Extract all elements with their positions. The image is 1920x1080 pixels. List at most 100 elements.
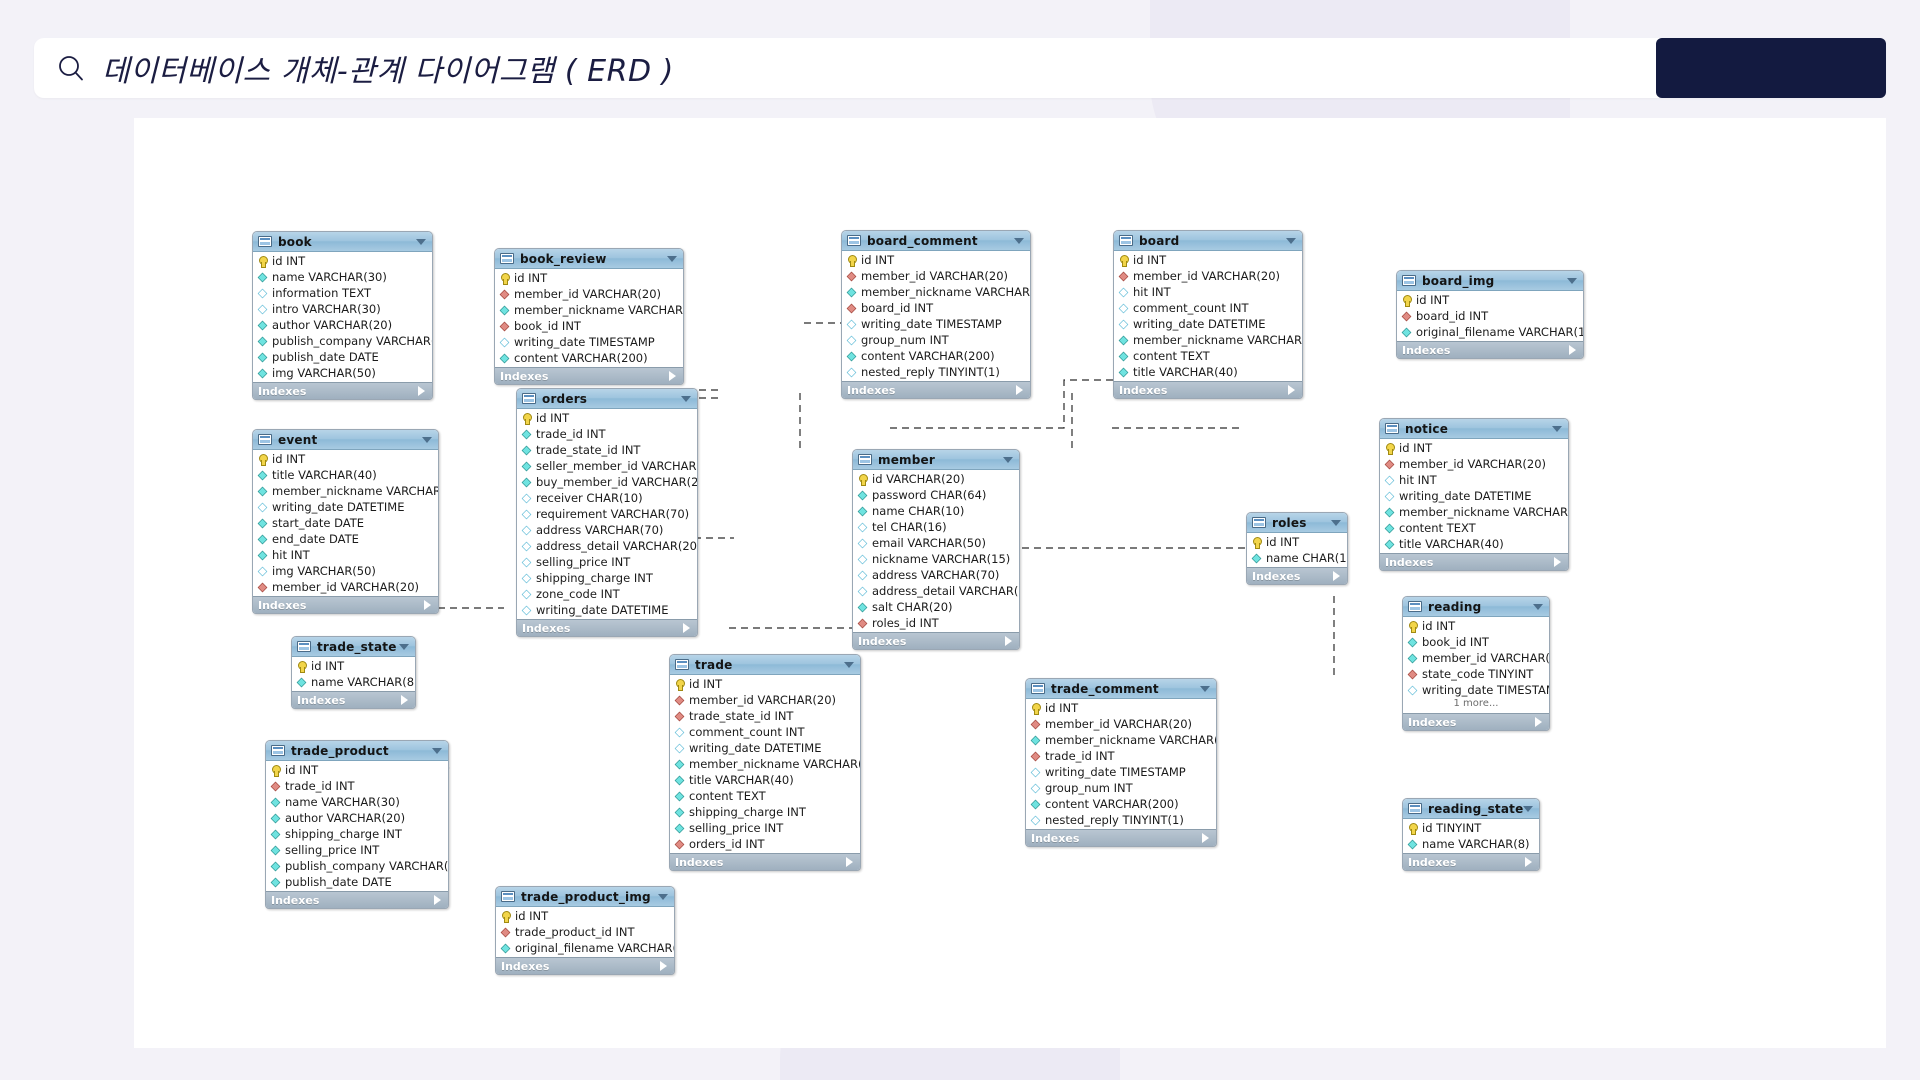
column-row[interactable]: member_nickname VARCHAR(15) [495,302,683,318]
column-row[interactable]: book_id INT [1403,634,1549,650]
indexes-section-reading_state[interactable]: Indexes [1403,853,1539,870]
column-row[interactable]: information TEXT [253,285,432,301]
table-header-member[interactable]: member [853,450,1019,470]
column-row[interactable]: title VARCHAR(40) [670,772,860,788]
column-row[interactable]: content VARCHAR(200) [842,348,1030,364]
column-row[interactable]: id VARCHAR(20) [853,471,1019,487]
column-row[interactable]: id INT [517,410,697,426]
column-row[interactable]: id INT [253,451,438,467]
column-row[interactable]: publish_company VARCHAR(20) [266,858,448,874]
chevron-down-icon[interactable] [1523,805,1533,812]
chevron-down-icon[interactable] [1552,425,1562,432]
column-row[interactable]: name VARCHAR(8) [1403,836,1539,852]
column-row[interactable]: member_nickname VARCHAR(15) [842,284,1030,300]
chevron-down-icon[interactable] [1014,237,1024,244]
column-row[interactable]: publish_date DATE [266,874,448,890]
column-row[interactable]: selling_price INT [517,554,697,570]
column-row[interactable]: id INT [496,908,674,924]
column-row[interactable]: roles_id INT [853,615,1019,631]
column-row[interactable]: start_date DATE [253,515,438,531]
column-row[interactable]: content VARCHAR(200) [1026,796,1216,812]
column-row[interactable]: id INT [842,252,1030,268]
column-row[interactable]: publish_company VARCHAR(20) [253,333,432,349]
indexes-section-board[interactable]: Indexes [1114,381,1302,398]
column-row[interactable]: address_detail VARCHAR(20) [517,538,697,554]
column-row[interactable]: name VARCHAR(8) [292,674,415,690]
column-row[interactable]: comment_count INT [670,724,860,740]
column-row[interactable]: writing_date DATETIME [253,499,438,515]
column-row[interactable]: content TEXT [670,788,860,804]
column-row[interactable]: id INT [1026,700,1216,716]
indexes-section-trade_state[interactable]: Indexes [292,691,415,708]
column-row[interactable]: writing_date DATETIME [670,740,860,756]
chevron-down-icon[interactable] [667,255,677,262]
column-row[interactable]: hit INT [253,547,438,563]
table-header-orders[interactable]: orders [517,389,697,409]
table-header-board_img[interactable]: board_img [1397,271,1583,291]
column-row[interactable]: password CHAR(64) [853,487,1019,503]
column-row[interactable]: author VARCHAR(20) [253,317,432,333]
column-row[interactable]: original_filename VARCHAR(100) [1397,324,1583,340]
table-header-trade_product_img[interactable]: trade_product_img [496,887,674,907]
table-header-trade[interactable]: trade [670,655,860,675]
column-row[interactable]: id INT [1247,534,1347,550]
indexes-section-trade_product_img[interactable]: Indexes [496,957,674,974]
column-row[interactable]: member_nickname VARCHAR(15) [670,756,860,772]
column-row[interactable]: writing_date TIMESTAMP [1403,682,1549,698]
chevron-down-icon[interactable] [1200,685,1210,692]
column-row[interactable]: orders_id INT [670,836,860,852]
column-row[interactable]: member_id VARCHAR(20) [1380,456,1568,472]
column-row[interactable]: selling_price INT [670,820,860,836]
chevron-down-icon[interactable] [416,238,426,245]
indexes-section-book[interactable]: Indexes [253,382,432,399]
column-row[interactable]: member_id VARCHAR(20) [495,286,683,302]
column-row[interactable]: member_id VARCHAR(20) [1026,716,1216,732]
column-row[interactable]: address VARCHAR(70) [517,522,697,538]
column-row[interactable]: requirement VARCHAR(70) [517,506,697,522]
column-row[interactable]: id INT [1403,618,1549,634]
chevron-down-icon[interactable] [658,893,668,900]
column-row[interactable]: trade_state_id INT [517,442,697,458]
column-row[interactable]: nickname VARCHAR(15) [853,551,1019,567]
column-row[interactable]: name CHAR(10) [853,503,1019,519]
column-row[interactable]: selling_price INT [266,842,448,858]
column-row[interactable]: writing_date DATETIME [1114,316,1302,332]
indexes-section-notice[interactable]: Indexes [1380,553,1568,570]
column-row[interactable]: zone_code INT [517,586,697,602]
column-row[interactable]: id INT [1397,292,1583,308]
column-row[interactable]: name CHAR(10) [1247,550,1347,566]
table-header-reading_state[interactable]: reading_state [1403,799,1539,819]
column-row[interactable]: writing_date TIMESTAMP [1026,764,1216,780]
column-row[interactable]: member_id VARCHAR(20) [1403,650,1549,666]
chevron-down-icon[interactable] [432,747,442,754]
chevron-down-icon[interactable] [422,436,432,443]
column-row[interactable]: id INT [1380,440,1568,456]
column-row[interactable]: shipping_charge INT [670,804,860,820]
chevron-down-icon[interactable] [1286,237,1296,244]
column-row[interactable]: group_num INT [1026,780,1216,796]
column-row[interactable]: member_nickname VARCHAR(15) [1380,504,1568,520]
column-row[interactable]: address_detail VARCHAR(20) [853,583,1019,599]
column-row[interactable]: nested_reply TINYINT(1) [1026,812,1216,828]
chevron-down-icon[interactable] [1533,603,1543,610]
column-row[interactable]: id INT [495,270,683,286]
indexes-section-reading[interactable]: Indexes [1403,713,1549,730]
column-row[interactable]: trade_id INT [266,778,448,794]
table-header-trade_product[interactable]: trade_product [266,741,448,761]
column-row[interactable]: title VARCHAR(40) [1114,364,1302,380]
column-row[interactable]: nested_reply TINYINT(1) [842,364,1030,380]
indexes-section-roles[interactable]: Indexes [1247,567,1347,584]
column-row[interactable]: img VARCHAR(50) [253,563,438,579]
column-row[interactable]: board_id INT [842,300,1030,316]
indexes-section-trade_product[interactable]: Indexes [266,891,448,908]
